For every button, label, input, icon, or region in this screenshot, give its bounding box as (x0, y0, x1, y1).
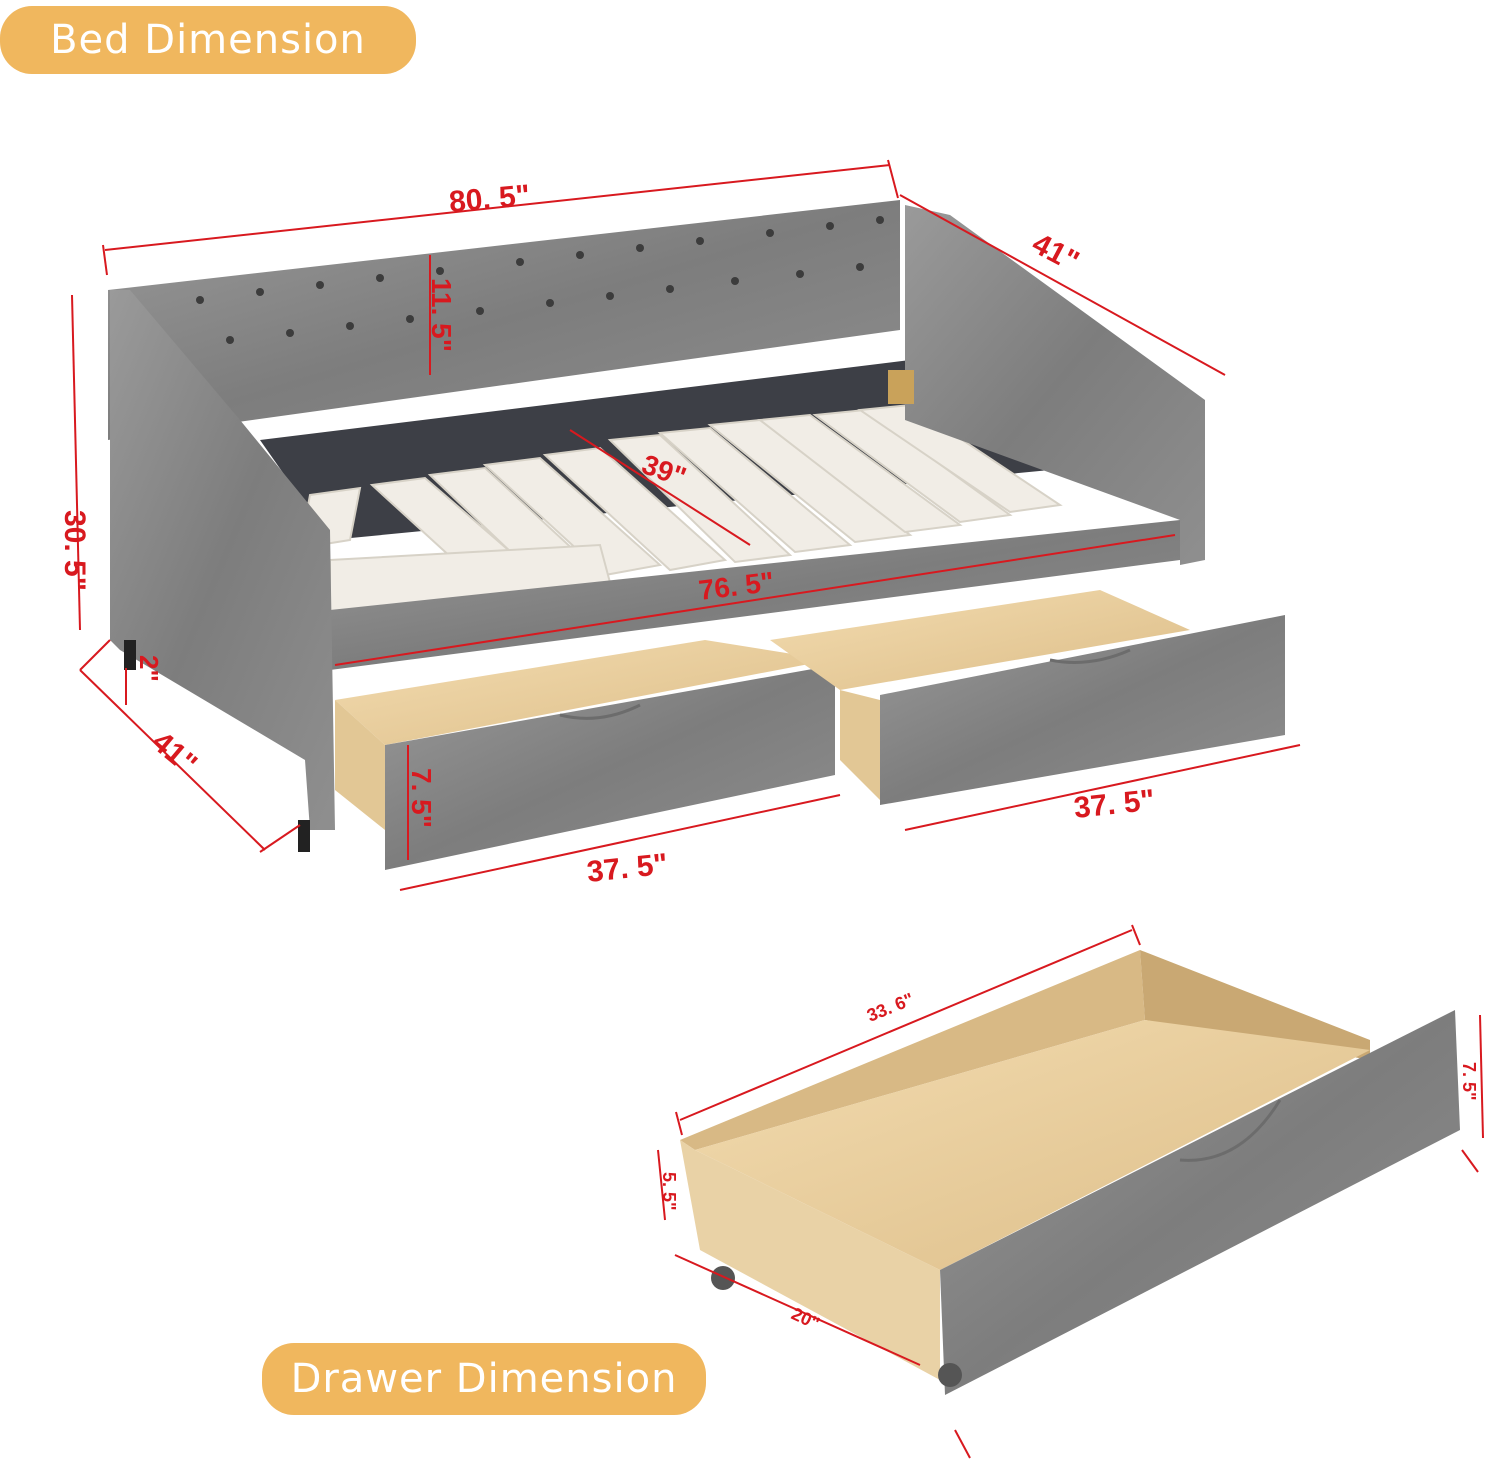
drawer-dimension-lines (657, 924, 1484, 1459)
leg (124, 640, 136, 670)
daybed-illustration (108, 200, 1285, 870)
bed-height-label: 30. 5" (58, 510, 91, 591)
bed-dimension-lines (71, 159, 1301, 891)
backrest-height-label: 11. 5" (426, 278, 457, 352)
tufting-buttons (196, 216, 884, 344)
right-drawer (770, 590, 1285, 805)
bed-depth-bottom-label: 41" (146, 725, 204, 781)
left-drawer (335, 640, 835, 870)
leg-height-label: 2" (134, 655, 164, 682)
backrest (108, 200, 900, 440)
drawer-length-label: 33. 6" (864, 989, 917, 1026)
metal-bracket (888, 370, 914, 404)
drawer-left-width-label: 37. 5" (585, 848, 669, 889)
drawer-front-height-label: 7. 5" (406, 768, 437, 828)
bed-length-label: 80. 5" (448, 179, 532, 219)
drawer-dimension-label: Drawer Dimension (262, 1343, 706, 1415)
drawer-illustration (680, 950, 1460, 1395)
left-armrest (110, 290, 335, 830)
caster-wheel (711, 1266, 735, 1290)
drawer-side-height-label: 5. 5" (659, 1172, 679, 1211)
drawer-right-width-label: 37. 5" (1072, 784, 1156, 825)
leg (298, 820, 310, 852)
drawer-height-label: 7. 5" (1459, 1062, 1479, 1101)
right-armrest (905, 205, 1205, 565)
caster-wheel (938, 1363, 962, 1387)
bed-dimension-label: Bed Dimension (0, 6, 416, 74)
